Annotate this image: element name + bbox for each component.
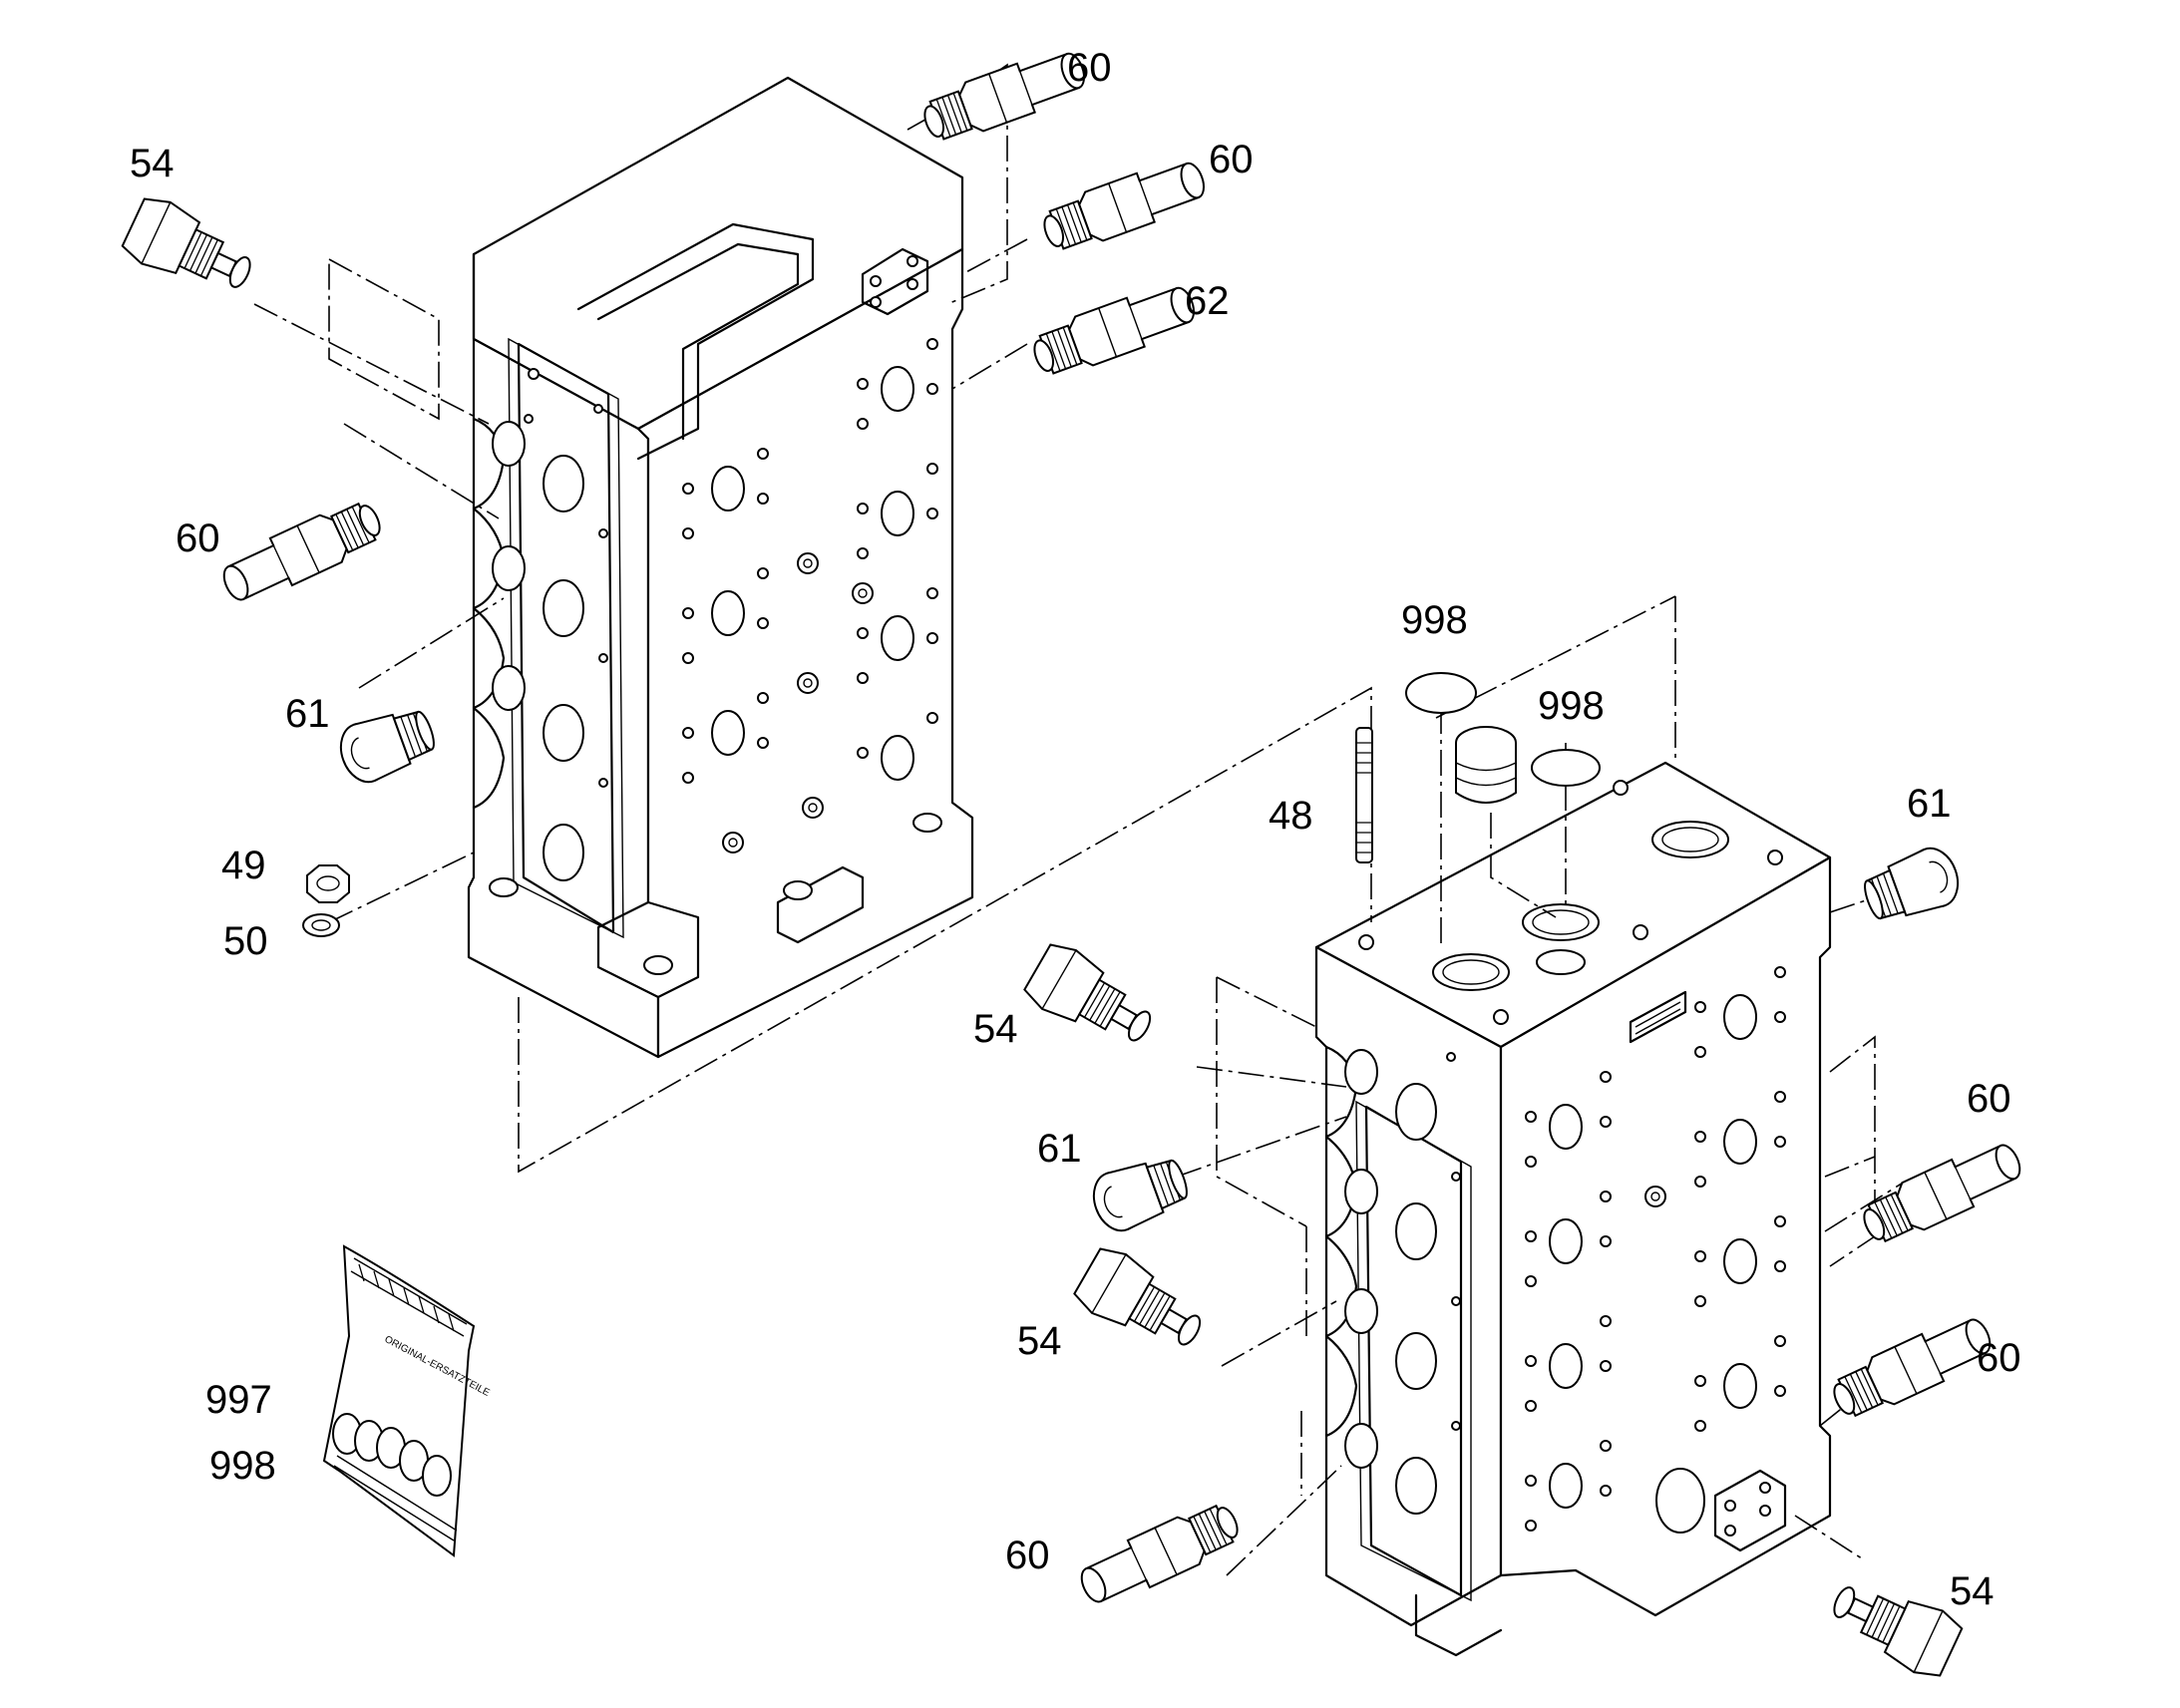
callout-60: 60 [1977, 1336, 2021, 1380]
cap-61-upper [332, 699, 442, 790]
sleeve [1455, 726, 1517, 804]
relief-valve-60-upper-left [214, 493, 389, 612]
callout-54: 54 [973, 1007, 1018, 1051]
callout-54: 54 [130, 142, 175, 185]
callout-61: 61 [1907, 782, 1952, 826]
nut-49 [306, 864, 350, 903]
callout-60: 60 [1067, 46, 1112, 90]
plug-54-lower-left-1 [1019, 936, 1165, 1061]
callout-998: 998 [1538, 684, 1605, 728]
callout-54: 54 [1017, 1319, 1062, 1363]
callout-61: 61 [285, 692, 330, 736]
callout-50: 50 [223, 919, 268, 963]
callout-48: 48 [1269, 794, 1313, 838]
callout-62: 62 [1185, 279, 1230, 323]
callout-60: 60 [1005, 1534, 1050, 1577]
washer-50 [302, 913, 340, 937]
callout-998: 998 [209, 1444, 276, 1488]
upper-valve-block [467, 76, 974, 1059]
stud-48 [1355, 727, 1373, 863]
callout-49: 49 [221, 844, 266, 887]
relief-valve-62 [1026, 276, 1203, 384]
relief-valve-60-lower-left [1072, 1495, 1247, 1614]
callout-60: 60 [1209, 138, 1254, 181]
relief-valve-60-lower-right-2 [1825, 1307, 1999, 1427]
callout-998: 998 [1401, 598, 1468, 642]
relief-valve-60-lower-right-1 [1855, 1133, 2029, 1252]
callout-60: 60 [1967, 1077, 2011, 1121]
plug-54-upper [118, 190, 263, 308]
o-ring-998-top [1405, 672, 1477, 714]
callout-60: 60 [176, 516, 220, 560]
plug-54-lower-right [1821, 1566, 1967, 1684]
relief-valve-60-second [1036, 152, 1213, 259]
o-ring-998-second [1531, 749, 1601, 787]
callout-997: 997 [205, 1378, 272, 1422]
seal-kit-bag: ORIGINAL-ERSATZTEILE [322, 1244, 492, 1557]
cap-61-lower-left [1085, 1148, 1195, 1238]
callout-61: 61 [1037, 1127, 1082, 1171]
cap-61-lower-right [1857, 841, 1967, 931]
plug-54-lower-left-2 [1069, 1240, 1215, 1365]
callout-54: 54 [1950, 1569, 1995, 1613]
relief-valve-60-top [916, 42, 1093, 150]
lower-valve-block [1314, 761, 1832, 1657]
